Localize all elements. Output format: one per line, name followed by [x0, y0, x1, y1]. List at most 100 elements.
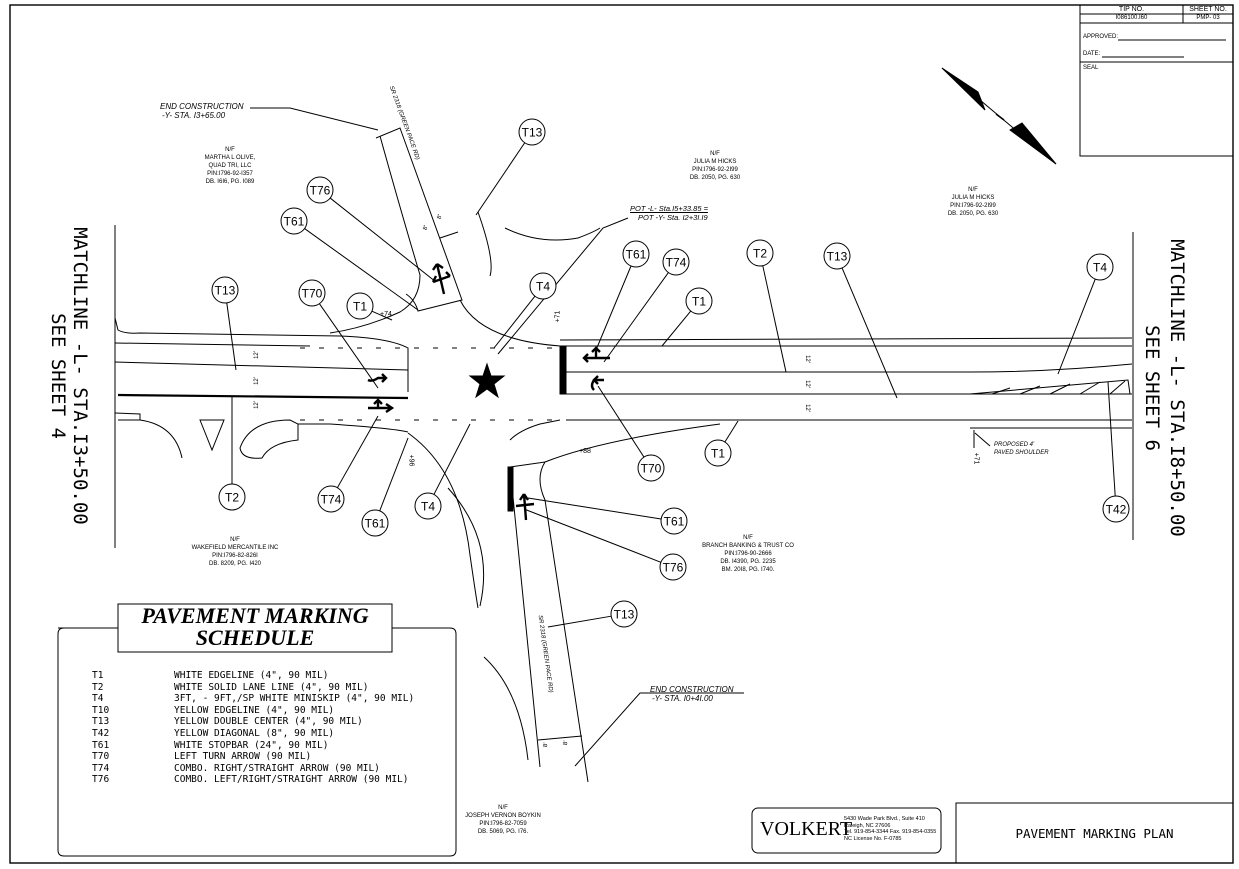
- callout-circle: [662, 248, 690, 276]
- property-wakefield-db: DB. 8209, PG. I420: [208, 561, 262, 567]
- callout-t4: T4: [414, 423, 471, 520]
- callout-label: T2: [753, 247, 767, 261]
- callout-t74: T74: [317, 415, 379, 513]
- callout-t1: T1: [704, 420, 739, 467]
- callout-t2: T2: [746, 239, 787, 373]
- callout-circle: [346, 292, 374, 320]
- callout-circle: [622, 240, 650, 268]
- ne-curve: [459, 299, 561, 347]
- callout-circle: [211, 276, 239, 304]
- callout-leader: [1057, 278, 1096, 375]
- property-wakefield: N/F WAKEFIELD MERCANTILE INC PIN:I796-82…: [170, 536, 300, 568]
- lane-width-e1: 12': [803, 355, 810, 363]
- callout-leader: [1107, 381, 1116, 497]
- callout-t13: T13: [547, 600, 638, 628]
- property-hicks2-nf: N/F: [968, 187, 978, 193]
- matchline-left-line1: MATCHLINE -L- STA.I3+50.00: [69, 227, 91, 525]
- callout-label: T70: [641, 462, 662, 476]
- schedule-item-desc: YELLOW DOUBLE CENTER (4", 90 MIL): [174, 716, 363, 728]
- north-arrow: [941, 67, 1057, 165]
- schedule-title: PAVEMENT MARKING SCHEDULE: [118, 605, 392, 649]
- callout-leader: [433, 423, 471, 495]
- callout-leader: [475, 142, 526, 216]
- matchline-left-line2: SEE SHEET 4: [47, 313, 69, 439]
- callout-t61: T61: [595, 240, 650, 351]
- callout-t70: T70: [597, 385, 665, 482]
- schedule-item-desc: COMBO. RIGHT/STRAIGHT ARROW (90 MIL): [174, 762, 380, 774]
- lane-width-w1: 12': [253, 351, 260, 359]
- schedule-item-code: T61: [92, 739, 110, 751]
- callout-leader: [493, 295, 536, 349]
- firm-panel: [751, 807, 942, 854]
- shoulder-leader: [974, 432, 991, 447]
- shoulder-line1: PROPOSED 4': [994, 442, 1035, 448]
- callout-circle: [704, 439, 732, 467]
- property-olive-db: DB. I6I6, PG. I089: [205, 179, 255, 185]
- diagonal-hatch: [991, 380, 1126, 395]
- ramp-width-s2: 8': [562, 740, 570, 746]
- callout-t13: T13: [211, 276, 239, 371]
- callout-circle: [529, 272, 557, 300]
- callout-t4: T4: [493, 272, 557, 349]
- station-96: +96: [407, 454, 415, 467]
- property-hicks2-pin: PIN:I796-92-2I99: [950, 203, 996, 209]
- property-bbt-bm: BM. 20I8, PG. I740.: [721, 567, 775, 573]
- callout-circle: [659, 553, 687, 581]
- schedule-title-frame: [117, 603, 393, 653]
- end-construction-bottom-leader: [574, 692, 744, 767]
- callout-label: T74: [666, 256, 687, 270]
- station-74: +74: [380, 311, 392, 318]
- north-width-line: [439, 231, 459, 239]
- callout-t42: T42: [1102, 381, 1130, 523]
- schedule-item-code: T74: [92, 762, 110, 774]
- callout-leader: [527, 497, 662, 520]
- matchline-right-line1: MATCHLINE -L- STA.I8+50.00: [1166, 239, 1188, 537]
- callout-label: T1: [353, 300, 367, 314]
- seal-label: SEAL: [1083, 65, 1099, 71]
- callout-leader: [603, 272, 669, 363]
- firm-address-2: Raleigh, NC 27606: [844, 822, 891, 829]
- schedule-item-code: T2: [92, 681, 104, 693]
- callout-leader: [371, 310, 393, 321]
- callout-label: T1: [711, 447, 725, 461]
- callout-label: T74: [321, 493, 342, 507]
- callout-circle: [317, 485, 345, 513]
- arrow-right-straight-west-icon: [368, 398, 395, 413]
- schedule-title-line2: SCHEDULE: [195, 625, 315, 650]
- south-stopbar: [507, 466, 514, 512]
- callout-label: T1: [692, 295, 706, 309]
- property-hicks-2: N/F JULIA M HICKS PIN:I796-92-2I99 DB. 2…: [918, 186, 1028, 218]
- property-olive: N/F MARTHA L OLIVE, QUAD TRI, LLC PIN:I7…: [180, 146, 280, 186]
- callout-circle: [414, 492, 442, 520]
- callout-label: T2: [225, 491, 239, 505]
- matchline-right-line2: SEE SHEET 6: [1141, 325, 1163, 451]
- property-olive-nf: N/F: [225, 147, 235, 153]
- callout-t76: T76: [523, 508, 687, 581]
- schedule-item-code: T4: [92, 693, 104, 705]
- station-71-east: +71: [972, 452, 980, 465]
- north-west-edge: [329, 135, 421, 334]
- traffic-island: [199, 419, 225, 452]
- callout-t76: T76: [306, 176, 437, 283]
- plan-title: PAVEMENT MARKING PLAN: [1015, 826, 1174, 841]
- callout-circle: [218, 483, 246, 511]
- callout-label: T13: [522, 126, 543, 140]
- callout-t1: T1: [661, 287, 713, 347]
- schedule-item-code: T42: [92, 728, 110, 739]
- callout-leader: [304, 228, 419, 311]
- east-stopbar: [559, 345, 567, 395]
- schedule-item-desc: WHITE SOLID LANE LINE (4", 90 MIL): [174, 681, 369, 693]
- callout-leader: [841, 267, 898, 399]
- schedule-item-desc: WHITE EDGELINE (4", 90 MIL): [174, 670, 329, 681]
- east-edge-top: [559, 337, 1133, 341]
- end-construction-top-line1: END CONSTRUCTION: [160, 102, 244, 111]
- callout-label: T76: [310, 184, 331, 198]
- callout-t1: T1: [346, 292, 393, 321]
- callout-circle: [610, 600, 638, 628]
- property-hicks1-owner: JULIA M HICKS: [693, 159, 737, 165]
- schedule-item-code: T10: [92, 704, 110, 716]
- callout-label: T70: [302, 287, 323, 301]
- property-hicks2-owner: JULIA M HICKS: [951, 195, 995, 201]
